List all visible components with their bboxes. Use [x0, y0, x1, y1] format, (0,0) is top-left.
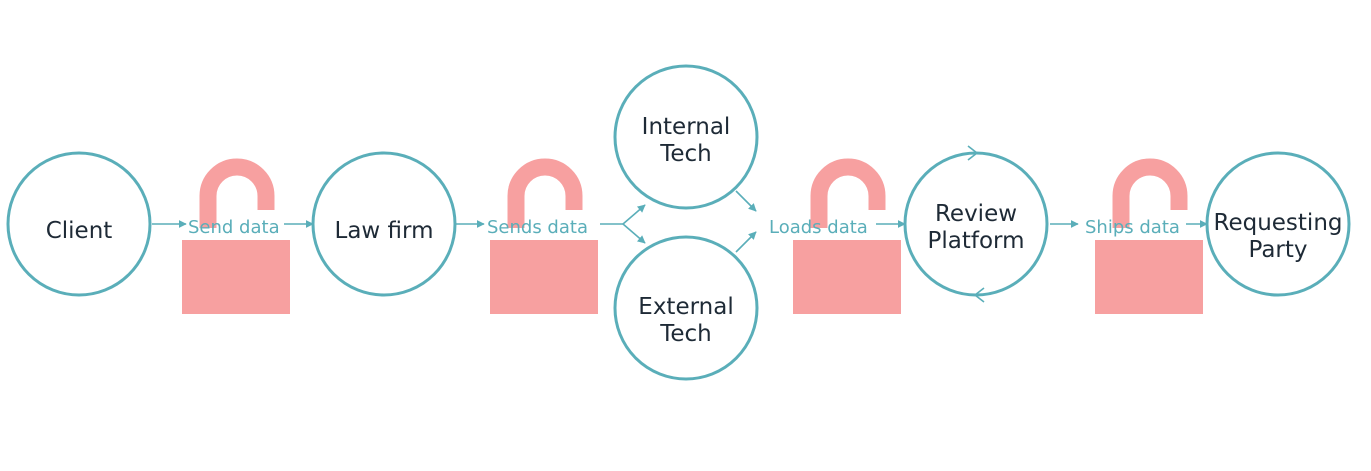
- node-internal-tech-line1: Internal: [642, 114, 731, 140]
- node-client: Client: [6, 151, 152, 297]
- flow-label-loads-data: Loads data: [769, 217, 868, 238]
- node-internal-tech-line2: Tech: [659, 141, 712, 167]
- edge-internal-to-loads: [735, 190, 757, 212]
- edge-external-to-loads: [735, 231, 757, 253]
- edge-split-to-external: [622, 223, 646, 244]
- open-padlock-icon: [793, 158, 901, 314]
- node-requesting-party-line2: Party: [1248, 237, 1307, 263]
- node-review-platform-line2: Platform: [928, 228, 1025, 254]
- node-external-tech-line1: External: [638, 294, 733, 320]
- node-external-tech-line2: Tech: [659, 321, 712, 347]
- flow-label-ships-data: Ships data: [1085, 217, 1180, 238]
- open-padlock-icon: [182, 158, 290, 314]
- node-requesting-party: Requesting Party: [1205, 151, 1351, 297]
- node-external-tech: External Tech: [613, 235, 759, 381]
- open-padlock-icon: [490, 158, 598, 314]
- node-internal-tech: Internal Tech: [613, 64, 759, 210]
- node-review-platform: Review Platform: [903, 145, 1049, 303]
- node-review-platform-line1: Review: [935, 201, 1017, 227]
- flow-label-send-data: Send data: [188, 217, 280, 238]
- node-law-firm: Law firm: [311, 151, 457, 297]
- edge-split-to-internal: [622, 204, 646, 225]
- cycle-arrow-icon: [967, 145, 985, 303]
- node-law-firm-label: Law firm: [335, 218, 434, 244]
- flow-label-sends-data: Sends data: [487, 217, 588, 238]
- open-padlock-icon: [1095, 158, 1203, 314]
- node-requesting-party-line1: Requesting: [1214, 210, 1343, 236]
- node-client-label: Client: [46, 218, 113, 244]
